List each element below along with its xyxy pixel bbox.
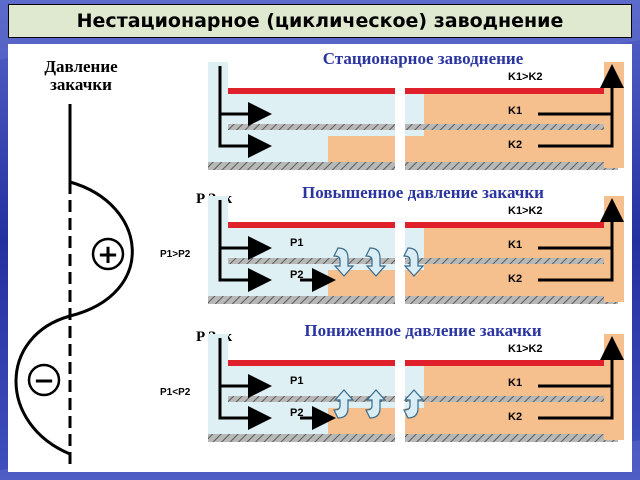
- panel-3-ratio-label: P1<P2: [160, 387, 191, 398]
- plus-circle: [91, 237, 125, 271]
- panel-2-crossflow-arrow-2: [365, 247, 387, 277]
- panel-3-p2: P2: [290, 407, 303, 419]
- panel-3-k-top: K1>K2: [508, 343, 543, 355]
- panel-3-p1: P1: [290, 375, 303, 387]
- panel-3-k1: K1: [508, 377, 522, 389]
- panel-3-crossflow-arrow-3: [403, 389, 425, 419]
- panel-1-bottom-layer: [208, 162, 618, 170]
- page-title: Нестационарное (циклическое) заводнение: [8, 4, 632, 38]
- panel-2-inlet-arrow-bottom: [218, 248, 272, 292]
- panel-3-break-gap: [395, 350, 405, 442]
- panel-2-injection-well: [208, 196, 228, 302]
- panel-2-k-top: K1>K2: [508, 205, 543, 217]
- minus-circle: [27, 363, 61, 397]
- waterflood-diagram: Давление закачки + − Стационарное заводн…: [14, 49, 624, 464]
- panel-3-bottom-layer: [208, 434, 618, 442]
- panel-1-inlet-arrow-bottom: [218, 114, 272, 158]
- panel-3-inlet-arrow-bottom: [218, 386, 272, 430]
- panel-2-p2: P2: [290, 269, 303, 281]
- panel-3-injection-well: [208, 334, 228, 440]
- panel-3-production-well: [604, 334, 624, 440]
- diagram-panel: Давление закачки + − Стационарное заводн…: [8, 44, 632, 472]
- pressure-label-line1: Давление: [44, 57, 118, 76]
- panel-2-red-layer: [228, 222, 604, 228]
- panel-3-heading: Пониженное давление закачки: [304, 321, 541, 340]
- panel-1-heading: Стационарное заводнение: [323, 49, 524, 68]
- panel-2-outlet-arrow-bottom: [538, 248, 614, 282]
- panel-1-production-well: [604, 62, 624, 168]
- panel-2-production-well: [604, 196, 624, 302]
- panel-1-k1: K1: [508, 105, 522, 117]
- panel-1-lower-oil: [328, 136, 424, 162]
- panel-2-p1: P1: [290, 237, 303, 249]
- panel-2-k1: K1: [508, 239, 522, 251]
- panel-2-break-gap: [395, 212, 405, 304]
- panel-1-middle-layer: [228, 124, 604, 130]
- panel-1-injection-well: [208, 62, 228, 168]
- panel-3-outlet-arrow-bottom: [538, 386, 614, 420]
- panel-1-break-gap: [395, 78, 405, 170]
- pressure-label-line2: закачки: [50, 75, 112, 94]
- panel-3-crossflow-arrow-2: [365, 389, 387, 419]
- minus-symbol: −: [33, 366, 55, 396]
- panel-2-ratio-label: P1>P2: [160, 249, 191, 260]
- pressure-curve: [14, 180, 134, 464]
- panel-2-heading: Повышенное давление закачки: [302, 183, 544, 202]
- panel-1-red-layer: [228, 88, 604, 94]
- panel-2-crossflow-arrow-1: [333, 247, 355, 277]
- panel-1-outlet-arrow-bottom: [538, 114, 614, 148]
- panel-2-bottom-layer: [208, 296, 618, 304]
- panel-2-k2: K2: [508, 273, 522, 285]
- panel-3-crossflow-arrow-1: [333, 389, 355, 419]
- panel-3-red-layer: [228, 360, 604, 366]
- panel-2-crossflow-arrow-3: [403, 247, 425, 277]
- plus-symbol: +: [97, 240, 119, 270]
- panel-1-k-top: K1>K2: [508, 71, 543, 83]
- panel-1-k2: K2: [508, 139, 522, 151]
- panel-3-k2: K2: [508, 411, 522, 423]
